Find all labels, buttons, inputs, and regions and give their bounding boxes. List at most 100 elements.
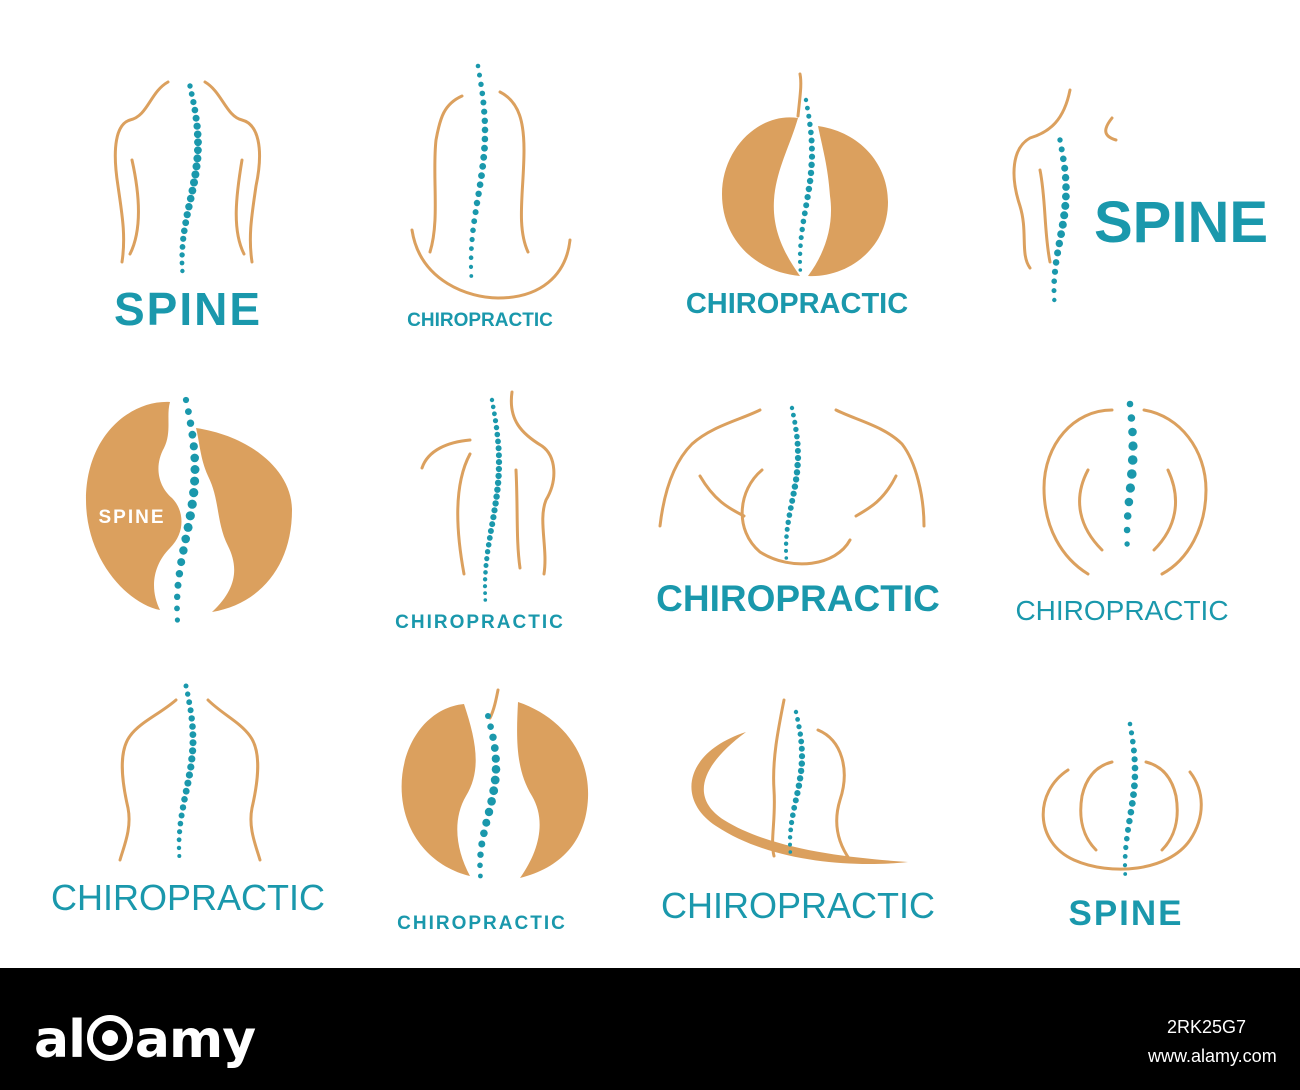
vertebra-dot: [182, 396, 190, 404]
vertebra-dot: [190, 465, 200, 474]
vertebra-dot: [493, 424, 500, 431]
vertebra-dot: [475, 63, 481, 69]
vertebra-dot: [482, 584, 488, 589]
vertebra-dot: [192, 162, 201, 171]
vertebra-dot: [799, 226, 805, 233]
vertebra-dot: [1128, 800, 1136, 807]
vertebra-dot: [808, 161, 815, 168]
vertebra-dot: [189, 731, 197, 738]
vertebra-dot: [182, 787, 190, 795]
brand-text-prefix: al: [34, 1010, 86, 1070]
vertebra-dot: [185, 408, 192, 415]
vertebra-dot: [798, 745, 805, 752]
spine-dots: [176, 683, 197, 858]
vertebra-dot: [189, 442, 198, 451]
vertebra-dot: [1127, 469, 1137, 479]
vertebra-dot: [481, 117, 488, 125]
vertebra-dot: [798, 738, 805, 745]
vertebra-dot: [794, 454, 802, 462]
vertebra-dot: [478, 840, 486, 848]
logo-2: CHIROPRACTIC: [407, 63, 572, 331]
spine-dots: [1051, 137, 1070, 303]
vertebra-dot: [1122, 854, 1128, 859]
vertebra-dot: [1058, 146, 1065, 153]
vertebra-dot: [481, 126, 489, 134]
vertebra-dot: [177, 854, 182, 858]
vertebra-dot: [798, 235, 804, 241]
vertebra-dot: [788, 827, 794, 833]
vertebra-dot: [469, 236, 475, 243]
vertebra-dot: [795, 717, 800, 722]
vertebra-dot: [483, 598, 488, 602]
vertebra-dot: [784, 526, 790, 532]
logo-10: CHIROPRACTIC: [397, 688, 589, 934]
vertebra-dot: [795, 782, 803, 789]
vertebra-dot: [178, 812, 185, 819]
vertebra-dot: [481, 144, 488, 152]
vertebra-dot: [1124, 541, 1130, 547]
vertebra-dot: [179, 252, 185, 258]
vertebra-dot: [798, 760, 805, 767]
vertebra-dot: [491, 765, 501, 774]
vertebra-dot: [1051, 278, 1057, 285]
vertebra-dot: [186, 699, 193, 706]
alamy-a-icon: [86, 1015, 133, 1061]
vertebra-dot: [1061, 164, 1069, 172]
vertebra-dot: [805, 105, 810, 111]
vertebra-dot: [470, 227, 476, 234]
vertebra-dot: [179, 546, 188, 555]
vertebra-dot: [1052, 297, 1057, 303]
vertebra-dot: [794, 461, 801, 469]
vertebra-dot: [492, 411, 497, 417]
vertebra-dot: [806, 113, 812, 119]
vertebra-dot: [183, 522, 193, 532]
logo-2-text: CHIROPRACTIC: [407, 310, 553, 331]
vertebra-dot: [187, 763, 195, 771]
vertebra-dot: [1057, 230, 1065, 239]
vertebra-dot: [789, 405, 795, 411]
logo-collection: SPINE CHIROPRACTIC CHIROPRACTIC SPINE SP…: [51, 63, 1268, 934]
vertebra-dot: [478, 873, 483, 879]
spine-dots: [783, 405, 802, 560]
vertebra-dot: [788, 842, 792, 847]
vertebra-dot: [185, 691, 191, 697]
vertebra-dot: [1123, 526, 1131, 534]
spine-dots: [174, 396, 200, 623]
spine-dots: [468, 63, 489, 278]
vertebra-dot: [797, 767, 805, 775]
logo-5: SPINE: [86, 396, 292, 623]
brand-text-suffix: amy: [134, 1010, 256, 1070]
vertebra-dot: [180, 235, 187, 242]
vertebra-dot: [1128, 730, 1135, 736]
vertebra-dot: [1057, 137, 1063, 143]
vertebra-dot: [485, 542, 492, 548]
vertebra-dot: [494, 486, 501, 493]
logo-9-text: CHIROPRACTIC: [51, 877, 325, 918]
vertebra-dot: [469, 274, 474, 278]
footer-url[interactable]: www.alamy.com: [1148, 1046, 1277, 1066]
vertebra-dot: [177, 829, 183, 835]
vertebra-dot: [787, 505, 794, 511]
vertebra-dot: [792, 419, 798, 425]
vertebra-dot: [187, 499, 197, 509]
vertebra-dot: [495, 438, 501, 445]
vertebra-dot: [790, 490, 797, 497]
vertebra-dot: [473, 199, 481, 207]
vertebra-dot: [179, 260, 185, 266]
vertebra-dot: [1055, 239, 1064, 248]
vertebra-dot: [793, 426, 799, 433]
vertebra-dot: [490, 404, 496, 410]
vertebra-dot: [472, 209, 479, 216]
vertebra-dot: [495, 459, 503, 466]
logo-4-text: SPINE: [1094, 190, 1268, 255]
vertebra-dot: [487, 528, 494, 534]
vertebra-dot: [784, 556, 789, 560]
vertebra-dot: [193, 130, 202, 139]
vertebra-dot: [185, 203, 193, 211]
vertebra-dot: [1054, 249, 1062, 257]
vertebra-dot: [786, 512, 793, 518]
vertebra-dot: [486, 535, 493, 541]
logo-7: CHIROPRACTIC: [656, 405, 940, 619]
vertebra-dot: [804, 194, 811, 201]
